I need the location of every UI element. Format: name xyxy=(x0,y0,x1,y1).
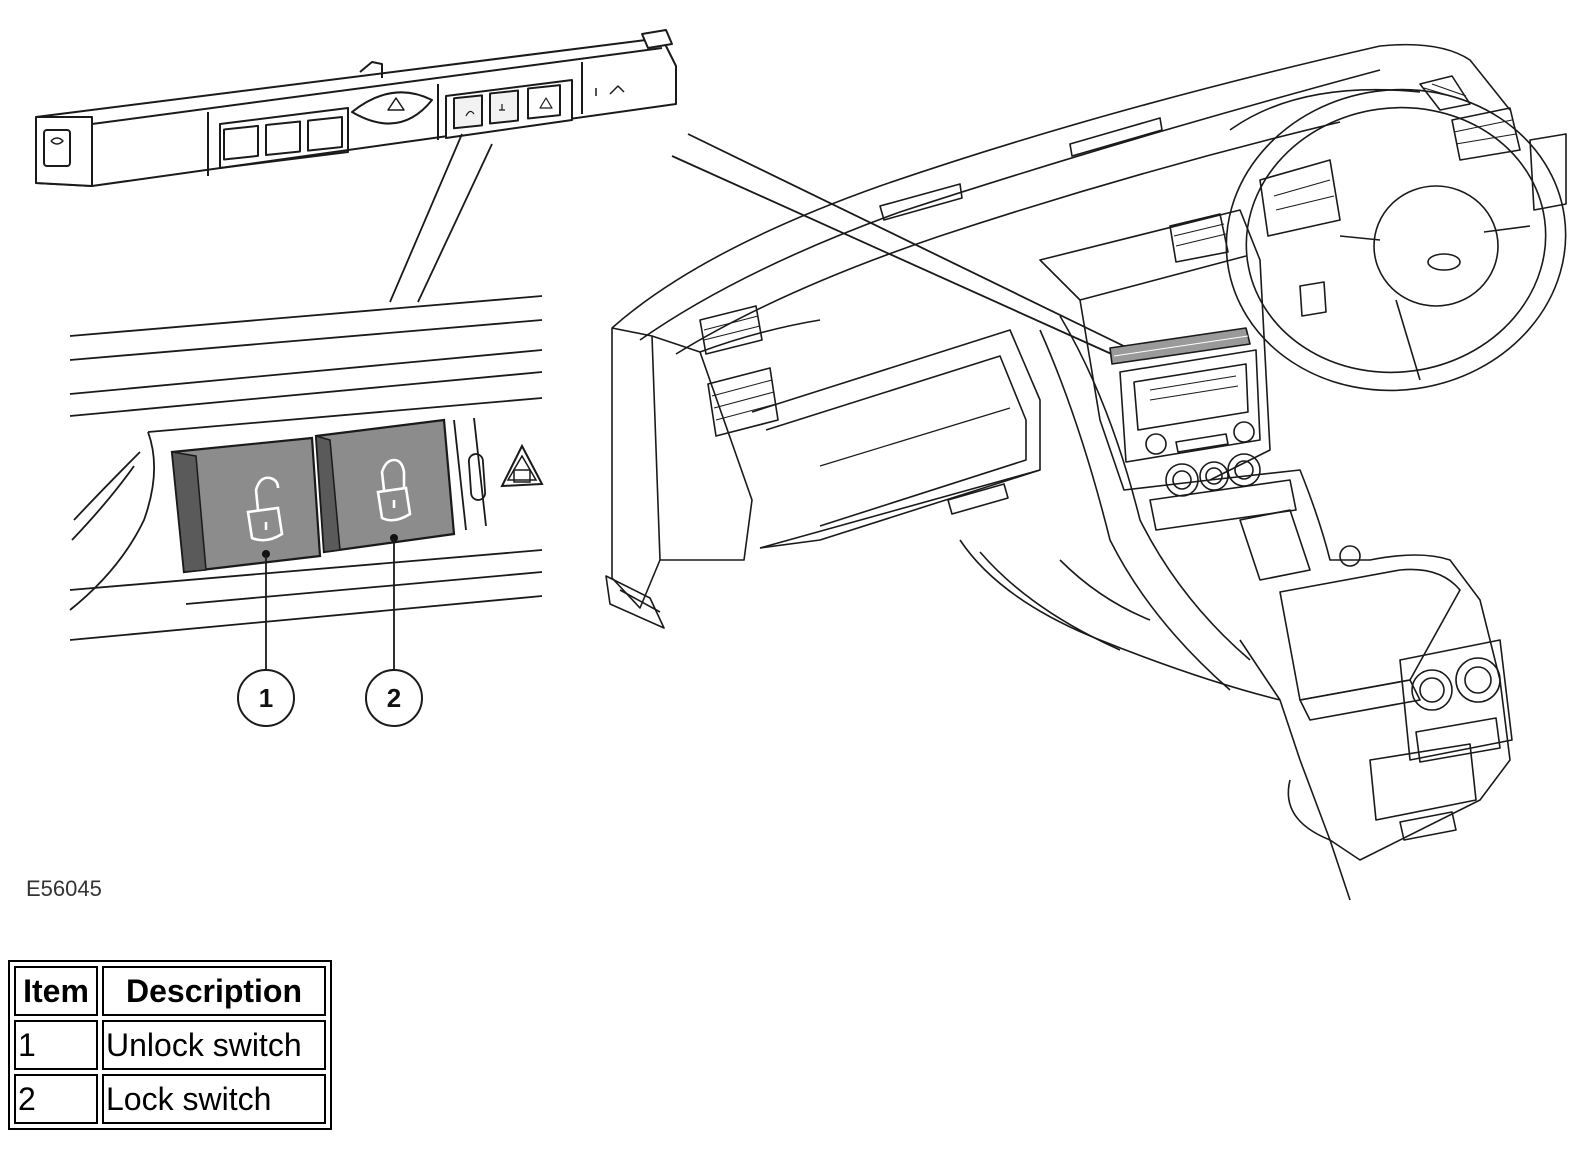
unlock-switch xyxy=(170,436,322,574)
switch-detail-view xyxy=(69,295,544,641)
lock-padlock-icon xyxy=(376,458,412,522)
dashboard-illustration xyxy=(605,43,1567,901)
figure-code: E56045 xyxy=(26,876,102,901)
legend-item-description: Unlock switch xyxy=(102,1020,326,1070)
legend-header-item: Item xyxy=(14,966,98,1016)
legend-header-description: Description xyxy=(102,966,326,1016)
callout-number-1: 1 xyxy=(259,683,273,713)
callout-2: 2 xyxy=(365,534,423,727)
legend-header-row: Item Description xyxy=(14,966,326,1016)
unlock-padlock-icon xyxy=(246,476,284,542)
detail-leader-lines xyxy=(389,133,493,303)
table-row: 1 Unlock switch xyxy=(14,1020,326,1070)
lock-switch xyxy=(314,418,456,554)
table-row: 2 Lock switch xyxy=(14,1074,326,1124)
callout-number-2: 2 xyxy=(387,683,401,713)
switch-pack-overview xyxy=(35,29,677,187)
legend-item-number: 1 xyxy=(14,1020,98,1070)
callout-1: 1 xyxy=(237,550,295,727)
legend-item-number: 2 xyxy=(14,1074,98,1124)
legend-table: Item Description 1 Unlock switch 2 Lock … xyxy=(8,960,332,1130)
legend-item-description: Lock switch xyxy=(102,1074,326,1124)
